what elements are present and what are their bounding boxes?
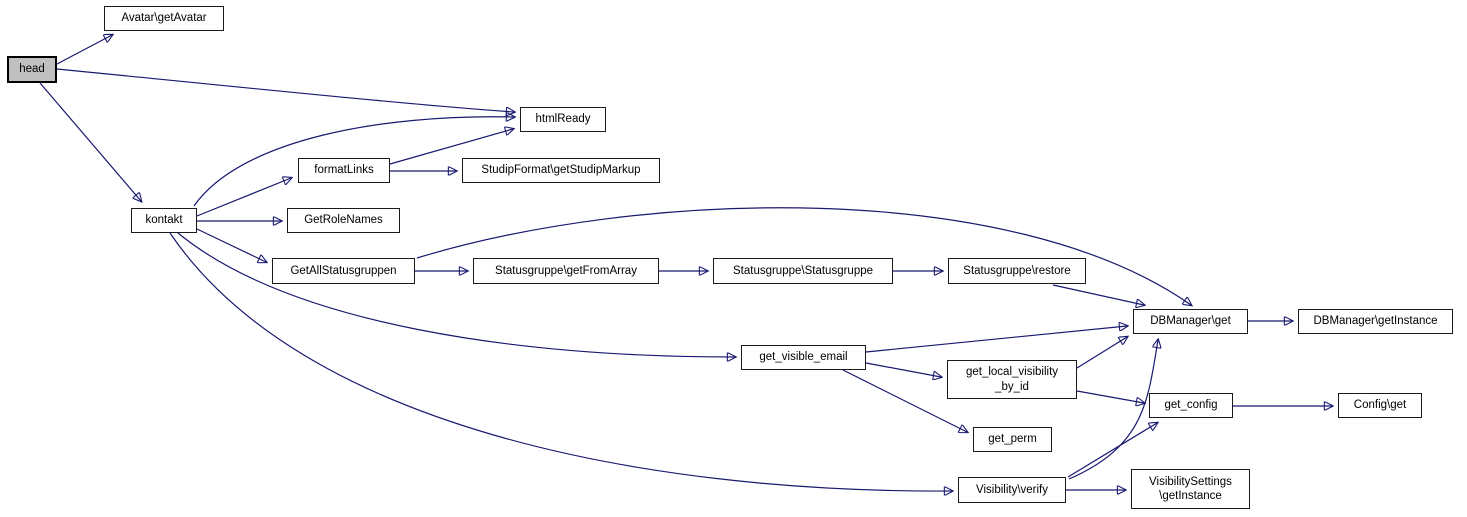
node-htmlready[interactable]: htmlReady <box>520 107 606 132</box>
edge-visibility-verify-to-get-config <box>1067 423 1157 478</box>
node-visibilitysettings-getinstance[interactable]: VisibilitySettings \getInstance <box>1131 469 1250 509</box>
edge-get-visible-email-to-dbmanager-get <box>865 326 1127 353</box>
edge-kontakt-to-formatlinks <box>196 178 291 217</box>
edge-head-to-htmlready <box>56 68 514 112</box>
edge-restore-to-dbmanager-get <box>1052 284 1144 305</box>
node-statusgruppe-statusgruppe[interactable]: Statusgruppe\Statusgruppe <box>713 258 893 284</box>
edge-kontakt-to-get-visible-email <box>177 232 735 357</box>
node-formatlinks[interactable]: formatLinks <box>298 158 390 183</box>
node-dbmanager-get[interactable]: DBManager\get <box>1133 309 1248 334</box>
node-kontakt[interactable]: kontakt <box>131 208 197 233</box>
edge-get-visible-email-to-get-perm <box>842 369 967 432</box>
edge-kontakt-to-visibility-verify <box>169 232 952 491</box>
edge-visibility-verify-to-dbmanager-get <box>1068 340 1158 480</box>
node-get-visible-email[interactable]: get_visible_email <box>741 345 866 370</box>
node-visibility-verify[interactable]: Visibility\verify <box>958 477 1066 503</box>
edge-get-local-to-dbmanager-get <box>1076 337 1127 369</box>
node-get-perm[interactable]: get_perm <box>973 427 1052 452</box>
edge-kontakt-to-getallstatusgruppen <box>196 228 266 262</box>
node-studipformat-getstudipmarkup[interactable]: StudipFormat\getStudipMarkup <box>462 158 660 183</box>
edge-formatlinks-to-htmlready <box>389 129 513 165</box>
node-get-local-visibility-by-id[interactable]: get_local_visibility _by_id <box>947 360 1077 399</box>
node-getrolenames[interactable]: GetRoleNames <box>287 208 400 233</box>
node-head: head <box>7 56 57 83</box>
node-get-config[interactable]: get_config <box>1149 393 1233 418</box>
node-statusgruppe-restore[interactable]: Statusgruppe\restore <box>948 258 1086 284</box>
node-getallstatusgruppen[interactable]: GetAllStatusgruppen <box>272 258 415 284</box>
edge-head-to-kontakt <box>39 82 141 201</box>
edge-head-to-avatar-getavatar <box>56 35 112 65</box>
node-config-get[interactable]: Config\get <box>1338 393 1422 418</box>
edge-get-local-to-get-config <box>1076 390 1144 403</box>
edge-get-visible-email-to-get-local <box>865 362 941 377</box>
node-statusgruppe-getfromarray[interactable]: Statusgruppe\getFromArray <box>473 258 659 284</box>
node-avatar-getavatar[interactable]: Avatar\getAvatar <box>104 6 224 31</box>
edge-kontakt-to-htmlready <box>193 117 514 207</box>
edge-getallstatusgruppen-to-dbmanager-get <box>416 207 1191 305</box>
node-dbmanager-getinstance[interactable]: DBManager\getInstance <box>1298 309 1453 334</box>
